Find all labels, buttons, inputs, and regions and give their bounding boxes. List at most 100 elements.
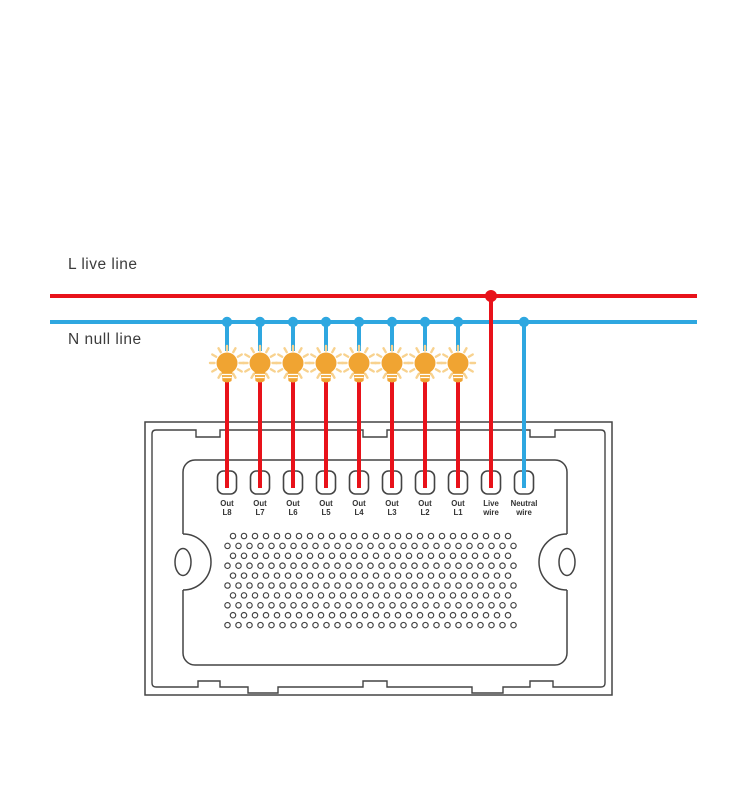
vent-hole bbox=[317, 611, 325, 619]
vent-hole bbox=[273, 552, 281, 560]
bulb-ray bbox=[467, 353, 474, 358]
vent-hole bbox=[405, 552, 413, 560]
vent-hole bbox=[301, 542, 308, 550]
vent-hole bbox=[455, 562, 462, 569]
vent-hole bbox=[317, 572, 325, 579]
light-bulbs bbox=[208, 344, 477, 383]
vent-hole bbox=[301, 562, 308, 569]
terminal-label-out-l4: Out bbox=[352, 499, 366, 508]
vent-hole bbox=[510, 621, 517, 629]
switch-plate bbox=[144, 421, 613, 696]
bulb-ray bbox=[236, 353, 243, 358]
vent-hole bbox=[268, 602, 275, 609]
vent-hole bbox=[378, 582, 385, 589]
vent-hole bbox=[416, 572, 424, 579]
vent-hole bbox=[449, 592, 457, 599]
vent-hole bbox=[488, 542, 495, 550]
vent-hole bbox=[499, 621, 506, 629]
vent-hole bbox=[411, 562, 418, 569]
vent-hole bbox=[328, 572, 336, 579]
bulb-ray bbox=[269, 368, 276, 373]
null-junction-dot bbox=[254, 316, 266, 328]
bulb-ray bbox=[409, 368, 416, 373]
bulb-ray bbox=[211, 353, 218, 358]
vent-hole bbox=[273, 572, 281, 579]
vent-hole bbox=[383, 611, 391, 619]
vent-hole bbox=[257, 542, 264, 550]
mounting-plate-outer-outline bbox=[144, 421, 613, 696]
vent-hole bbox=[394, 572, 402, 579]
vent-hole bbox=[240, 611, 248, 619]
vent-hole bbox=[323, 562, 330, 569]
vent-hole bbox=[488, 582, 495, 589]
vent-hole bbox=[339, 611, 347, 619]
vent-hole bbox=[405, 532, 413, 540]
vent-hole bbox=[235, 562, 242, 569]
bulb-ray bbox=[250, 347, 255, 354]
vent-hole bbox=[482, 592, 490, 599]
vent-hole bbox=[394, 552, 402, 560]
vent-hole bbox=[279, 621, 286, 629]
null-junction-dot bbox=[386, 316, 398, 328]
vent-hole bbox=[449, 552, 457, 560]
vent-hole bbox=[328, 532, 336, 540]
bulb-ray bbox=[401, 353, 408, 358]
vent-hole bbox=[224, 562, 231, 569]
vent-hole bbox=[339, 532, 347, 540]
vent-hole bbox=[493, 532, 501, 540]
terminal-label-out-l7: L7 bbox=[255, 508, 264, 517]
vent-hole bbox=[229, 572, 237, 579]
terminal-label-out-l4: L4 bbox=[354, 508, 364, 517]
vent-hole bbox=[290, 621, 297, 629]
vent-hole bbox=[268, 562, 275, 569]
bulb-ray bbox=[368, 368, 375, 373]
vent-hole bbox=[317, 592, 325, 599]
vent-hole bbox=[367, 562, 374, 569]
vent-hole bbox=[433, 582, 440, 589]
vent-hole bbox=[361, 592, 369, 599]
vent-hole bbox=[405, 611, 413, 619]
terminal-label-out-l5: Out bbox=[319, 499, 333, 508]
bulb-ray bbox=[364, 347, 369, 354]
vent-hole bbox=[372, 592, 380, 599]
vent-hole bbox=[477, 542, 484, 550]
vent-hole bbox=[312, 582, 319, 589]
vent-hole bbox=[389, 562, 396, 569]
vent-hole bbox=[433, 621, 440, 629]
terminal-label-live-wire: wire bbox=[482, 508, 499, 517]
vent-hole bbox=[444, 582, 451, 589]
vent-hole bbox=[504, 552, 512, 560]
bulb-ray bbox=[430, 347, 435, 354]
bulb-ray bbox=[376, 353, 383, 358]
bulb-head bbox=[315, 352, 337, 374]
junction-dots bbox=[221, 290, 530, 328]
bulb-head bbox=[447, 352, 469, 374]
bulb-ray bbox=[236, 368, 243, 373]
vent-hole bbox=[262, 572, 270, 579]
bulb-ray bbox=[232, 372, 237, 379]
vent-hole bbox=[427, 532, 435, 540]
bulb-ray bbox=[343, 368, 350, 373]
vent-hole bbox=[334, 602, 341, 609]
vent-hole bbox=[273, 592, 281, 599]
left-screw-bulge bbox=[182, 533, 212, 591]
vent-hole bbox=[427, 611, 435, 619]
vent-hole bbox=[482, 532, 490, 540]
bulb-ray bbox=[349, 372, 354, 379]
bulb-ray bbox=[250, 372, 255, 379]
bulb-head bbox=[381, 352, 403, 374]
vent-hole bbox=[350, 572, 358, 579]
vent-hole bbox=[510, 562, 517, 569]
terminal-label-out-l1: L1 bbox=[453, 508, 463, 517]
vent-hole bbox=[394, 532, 402, 540]
vent-hole bbox=[405, 592, 413, 599]
bulb-ray bbox=[434, 353, 441, 358]
null-junction-dot bbox=[353, 316, 365, 328]
vent-hole bbox=[499, 562, 506, 569]
vent-hole bbox=[411, 621, 418, 629]
bulb-ray bbox=[244, 353, 251, 358]
vent-hole bbox=[466, 542, 473, 550]
vent-hole bbox=[284, 532, 292, 540]
vent-hole bbox=[460, 572, 468, 579]
